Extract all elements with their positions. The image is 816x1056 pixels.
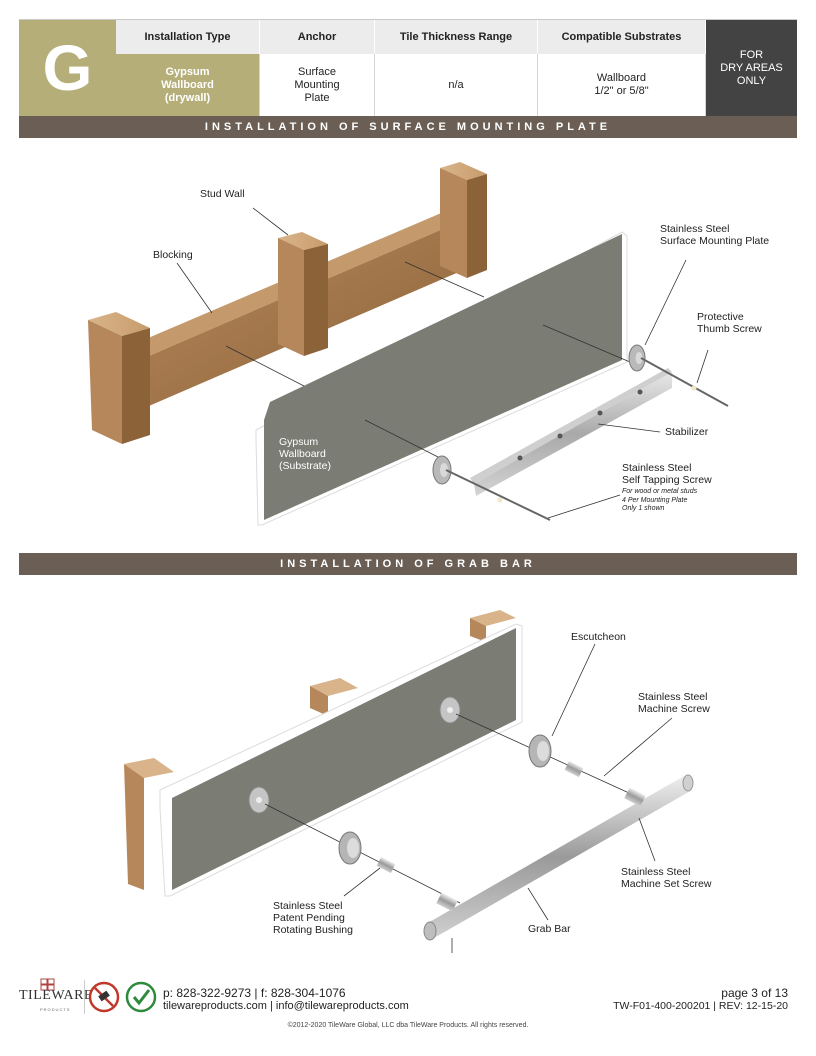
stud-right	[440, 162, 487, 278]
tileware-logo-sub: PRODUCTS	[40, 1007, 71, 1012]
footer-divider	[84, 980, 85, 1014]
label-self-tapping-screw: Stainless Steel Self Tapping Screw	[622, 462, 712, 486]
wallboard	[159, 623, 523, 897]
label-set-screw: Stainless Steel Machine Set Screw	[621, 866, 712, 890]
section-bar-mounting-plate: INSTALLATION OF SURFACE MOUNTING PLATE	[19, 116, 797, 138]
contact-phone: p: 828-322-9273 | f: 828-304-1076	[163, 986, 346, 1000]
col-value: Surface Mounting Plate	[260, 54, 375, 116]
col-anchor: Anchor Surface Mounting Plate	[260, 20, 375, 116]
label-stud-wall: Stud Wall	[200, 188, 245, 200]
escutcheon-lower	[338, 831, 362, 865]
label-mounting-plate: Stainless Steel Surface Mounting Plate	[660, 223, 770, 247]
label-escutcheon: Escutcheon	[571, 631, 626, 643]
grab-bar-drawing	[124, 610, 694, 953]
mounting-plate-illustration: Stud Wall Blocking Stainless Steel Surfa…	[0, 140, 816, 545]
contact-web: tilewareproducts.com | info@tilewareprod…	[163, 1000, 409, 1012]
label-rotating-bushing: Stainless Steel Patent Pending Rotating …	[273, 900, 353, 936]
label-grab-bar: Grab Bar	[528, 923, 571, 935]
note-self-tapping: For wood or metal studs 4 Per Mounting P…	[622, 488, 698, 512]
spec-header: G Installation Type Gypsum Wallboard (dr…	[19, 19, 797, 116]
installation-letter: G	[19, 20, 116, 116]
section-bar-grab-bar: INSTALLATION OF GRAB BAR	[19, 553, 797, 575]
gypsum-board	[255, 231, 628, 526]
col-value: n/a	[375, 54, 538, 116]
col-heading: Tile Thickness Range	[375, 20, 538, 54]
col-installation-type: Installation Type Gypsum Wallboard (dryw…	[116, 20, 260, 116]
plate-upper	[439, 696, 461, 724]
no-drill-icon	[88, 981, 120, 1013]
tileware-logo: TILEWARE	[19, 988, 93, 1003]
col-substrates: Compatible Substrates Wallboard 1/2" or …	[538, 20, 706, 116]
stud-middle	[278, 232, 328, 356]
mounting-plate-upper	[628, 344, 646, 372]
label-stabilizer: Stabilizer	[665, 426, 709, 438]
col-value: Gypsum Wallboard (drywall)	[116, 54, 260, 116]
label-gypsum-wallboard: Gypsum Wallboard (Substrate)	[279, 436, 331, 472]
col-heading: Compatible Substrates	[538, 20, 706, 54]
copyright: ©2012-2020 TileWare Global, LLC dba Tile…	[287, 1022, 529, 1029]
plate-lower	[248, 786, 270, 814]
document-number: TW-F01-400-200201 | REV: 12-15-20	[613, 1000, 788, 1012]
mounting-plate-lower	[432, 455, 452, 485]
label-blocking: Blocking	[153, 249, 193, 261]
stud-left	[88, 312, 150, 444]
escutcheon-upper	[528, 734, 552, 768]
grab-bar-illustration: Escutcheon Stainless Steel Machine Screw…	[0, 578, 816, 973]
page-number: page 3 of 13	[721, 986, 788, 1000]
approved-check-icon	[125, 981, 157, 1013]
label-machine-screw: Stainless Steel Machine Screw	[638, 691, 710, 715]
col-tile-thickness: Tile Thickness Range n/a	[375, 20, 538, 116]
grab-bar	[423, 774, 694, 941]
col-heading: Installation Type	[116, 20, 260, 54]
label-thumb-screw: Protective Thumb Screw	[697, 311, 762, 335]
dry-areas-badge: FOR DRY AREAS ONLY	[706, 20, 797, 116]
stabilizer	[470, 368, 672, 496]
tileware-logo-icon	[40, 978, 55, 991]
col-heading: Anchor	[260, 20, 375, 54]
mounting-plate-drawing	[88, 162, 729, 526]
col-value: Wallboard 1/2" or 5/8"	[538, 54, 706, 116]
